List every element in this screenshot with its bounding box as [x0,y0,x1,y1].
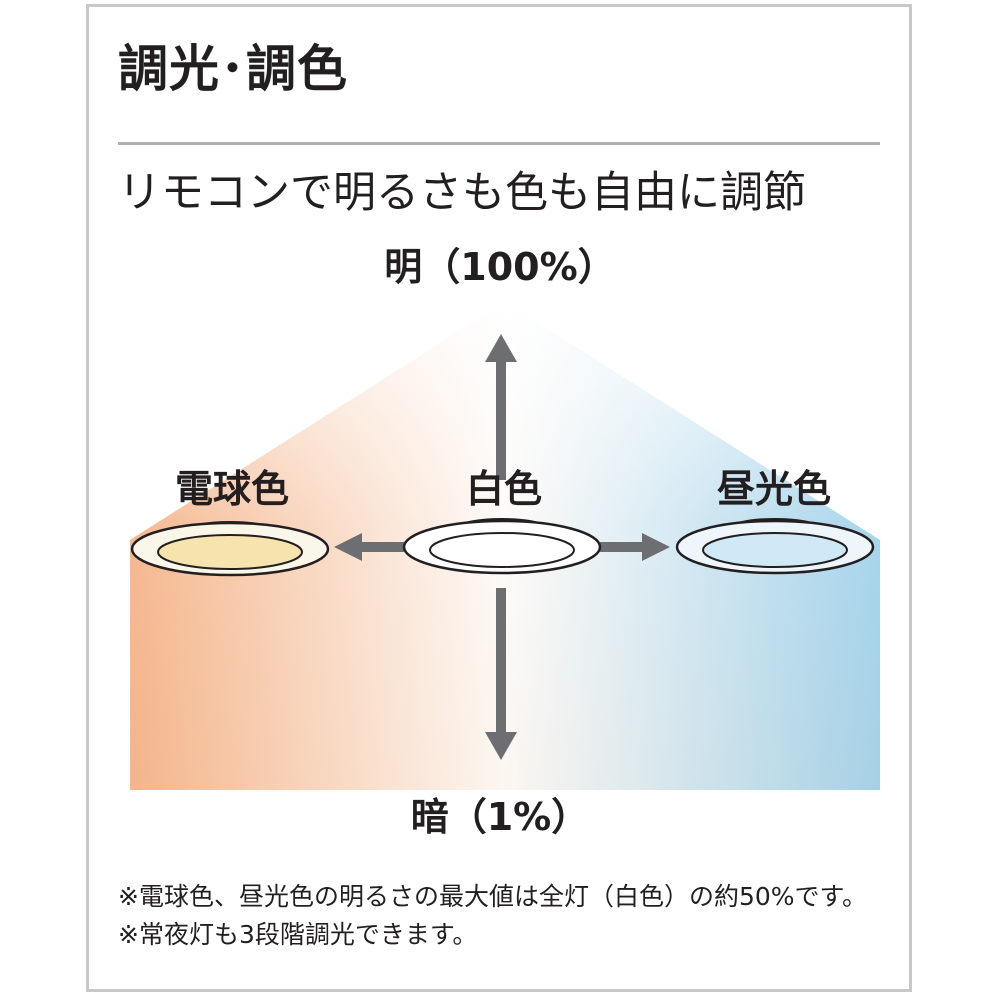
footnotes: ※電球色、昼光色の明るさの最大値は全灯（白色）の約50%です。 ※常夜灯も3段階… [118,878,867,954]
subtitle: リモコンで明るさも色も自由に調節 [118,168,806,218]
daylight-color-label: 昼光色 [716,467,831,511]
title-divider [118,142,880,145]
dim-arrow [485,588,517,760]
brighten-arrow [485,334,517,480]
white-color-label: 白色 [465,467,542,511]
page-title: 調光･調色 [118,40,348,98]
warm-color-label: 電球色 [174,467,289,511]
footnote-max-brightness: ※電球色、昼光色の明るさの最大値は全灯（白色）の約50%です。 [118,882,868,911]
outer-frame [86,4,912,992]
white-light-fixture-icon [402,518,602,575]
footnote-night-light: ※常夜灯も3段階調光できます。 [118,920,478,949]
daylight-fixture-icon [675,518,875,575]
daylight-arrow [600,533,670,561]
warm-arrow [334,533,404,561]
warm-light-fixture-icon [130,521,330,577]
max-brightness-label: 明（100%） [384,245,616,289]
min-brightness-label: 暗（1%） [410,795,590,839]
